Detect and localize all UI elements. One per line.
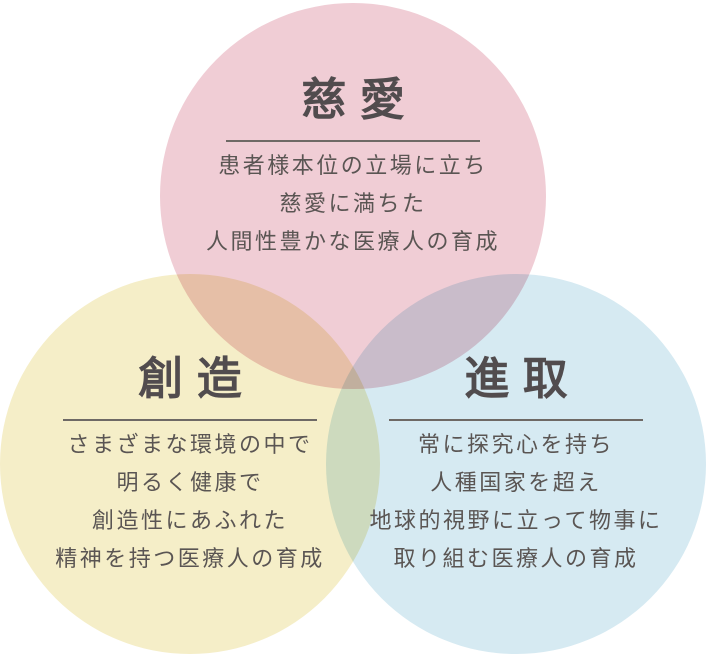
creation-lines: さまざまな環境の中で 明るく健康で 創造性にあふれた 精神を持つ医療人の育成 (0, 427, 380, 579)
creation-textblock: 創造 さまざまな環境の中で 明るく健康で 創造性にあふれた 精神を持つ医療人の育… (0, 353, 380, 579)
creation-divider (63, 419, 317, 421)
creation-title: 創造 (138, 352, 256, 405)
circle-initiative (326, 274, 706, 654)
initiative-textblock: 進取 常に探究心を持ち 人種国家を超え 地球的視野に立って物事に 取り組む医療人… (326, 353, 706, 579)
circle-creation (0, 274, 380, 654)
initiative-lines: 常に探究心を持ち 人種国家を超え 地球的視野に立って物事に 取り組む医療人の育成 (326, 427, 706, 579)
circle-text-line: 精神を持つ医療人の育成 (55, 547, 325, 572)
circle-text-line: 人間性豊かな医療人の育成 (205, 230, 500, 255)
initiative-divider (389, 419, 643, 421)
circle-text-line: 人種国家を超え (430, 471, 602, 496)
circle-text-line: 慈愛に満ちた (279, 192, 427, 217)
circle-text-line: さまざまな環境の中で (67, 433, 313, 458)
compassion-divider (226, 140, 480, 142)
circle-text-line: 地球的視野に立って物事に (369, 509, 663, 534)
compassion-lines: 患者様本位の立場に立ち 慈愛に満ちた 人間性豊かな医療人の育成 (163, 148, 543, 262)
initiative-title: 進取 (464, 352, 582, 405)
circle-text-line: 取り組む医療人の育成 (393, 547, 639, 572)
circle-text-line: 患者様本位の立場に立ち (218, 154, 488, 179)
circle-text-line: 創造性にあふれた (91, 509, 288, 534)
circle-text-line: 明るく健康で (116, 471, 264, 496)
compassion-textblock: 慈愛 患者様本位の立場に立ち 慈愛に満ちた 人間性豊かな医療人の育成 (163, 74, 543, 262)
compassion-title: 慈愛 (301, 73, 419, 126)
circle-text-line: 常に探究心を持ち (417, 433, 614, 458)
